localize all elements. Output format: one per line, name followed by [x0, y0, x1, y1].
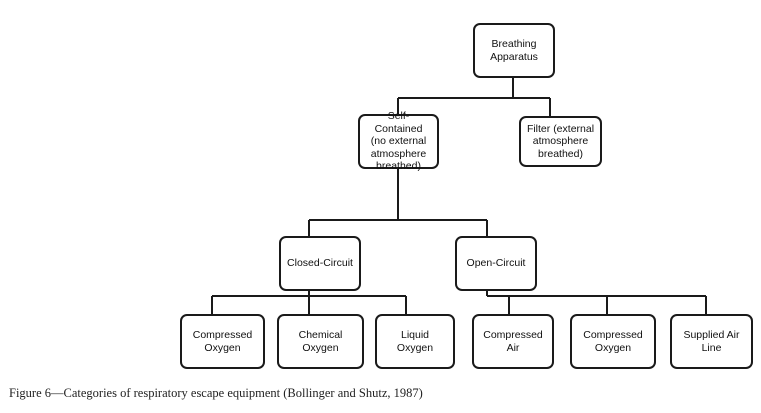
node-chemical-oxygen: Chemical Oxygen [277, 314, 364, 369]
node-closed-circuit-label: Closed-Circuit [287, 257, 353, 270]
node-chemical-oxygen-label: Chemical Oxygen [298, 329, 343, 354]
node-open-circuit-label: Open-Circuit [466, 257, 526, 270]
edge-open-circuit-bus [486, 290, 707, 314]
node-supplied-air-line-label: Supplied Air Line [683, 329, 740, 354]
edge-closed-circuit-bus [211, 290, 407, 314]
node-supplied-air-line: Supplied Air Line [670, 314, 753, 369]
node-compressed-oxygen-closed: Compressed Oxygen [180, 314, 265, 369]
node-liquid-oxygen: Liquid Oxygen [375, 314, 455, 369]
node-breathing-apparatus-label: Breathing Apparatus [490, 38, 538, 63]
node-self-contained-label: Self-Contained (no external atmosphere b… [370, 110, 427, 173]
node-self-contained: Self-Contained (no external atmosphere b… [358, 110, 439, 172]
node-compressed-oxygen-closed-label: Compressed Oxygen [192, 329, 253, 354]
edge-root-bus [397, 78, 551, 116]
figure-caption: Figure 6—Categories of respiratory escap… [9, 386, 423, 400]
node-liquid-oxygen-label: Liquid Oxygen [396, 329, 434, 354]
edge-self-contained-bus [308, 168, 488, 236]
node-compressed-air: Compressed Air [472, 314, 554, 369]
node-open-circuit: Open-Circuit [455, 236, 537, 291]
node-compressed-oxygen-open: Compressed Oxygen [570, 314, 656, 369]
node-filter: Filter (external atmosphere breathed) [519, 116, 602, 167]
node-compressed-oxygen-open-label: Compressed Oxygen [583, 329, 643, 354]
node-filter-label: Filter (external atmosphere breathed) [526, 122, 595, 160]
node-closed-circuit: Closed-Circuit [279, 236, 361, 291]
node-compressed-air-label: Compressed Air [483, 329, 543, 354]
node-breathing-apparatus: Breathing Apparatus [473, 23, 555, 78]
